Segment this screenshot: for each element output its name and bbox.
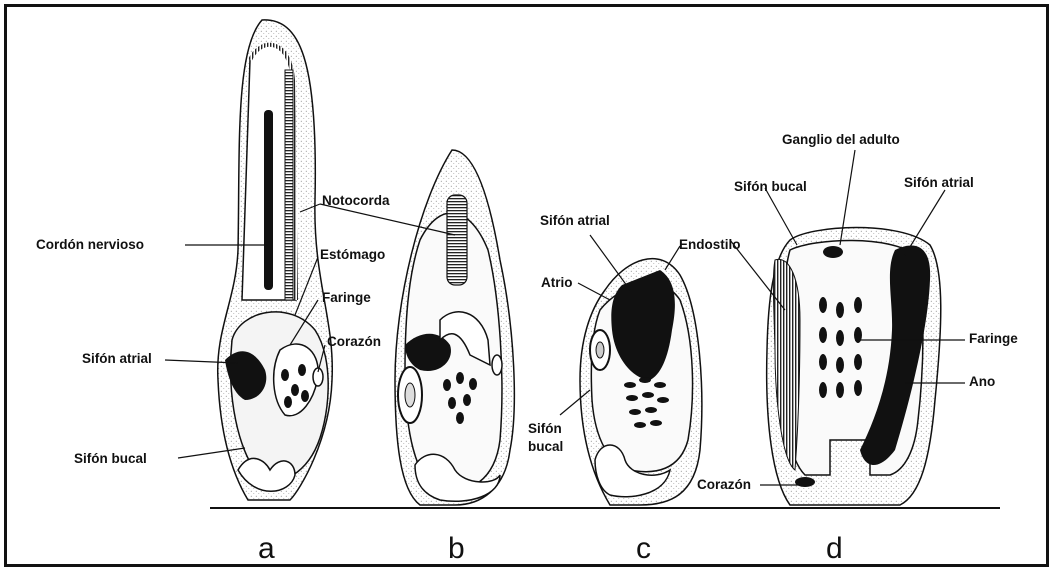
adult-d [767,228,941,506]
label-sifon-bucal-c-1: Sifón [528,421,562,437]
label-corazon-a: Corazón [327,334,381,350]
label-corazon-d: Corazón [697,477,751,493]
label-sifon-atrial-d: Sifón atrial [904,175,974,191]
larva-b [395,150,514,505]
stage-label-b: b [448,534,465,564]
larva-a [218,20,333,500]
stage-label-d: d [826,534,843,564]
ganglion [823,246,843,258]
label-notocorda: Notocorda [322,193,390,209]
label-cordon-nervioso: Cordón nervioso [36,237,144,253]
notochord-b [447,195,467,285]
nerve-cord-a [264,110,273,290]
label-endostilo: Endostilo [679,237,741,253]
label-sifon-bucal-c-2: bucal [528,439,563,455]
larva-c [580,259,702,505]
label-atrio: Atrio [541,275,573,291]
label-sifon-atrial-c: Sifón atrial [540,213,610,229]
notochord-a [285,70,293,300]
label-ganglio-adulto: Ganglio del adulto [782,132,900,148]
label-faringe-a: Faringe [322,290,371,306]
label-sifon-atrial-a: Sifón atrial [82,351,152,367]
stage-label-a: a [258,534,275,564]
label-faringe-d: Faringe [969,331,1018,347]
label-sifon-bucal-d: Sifón bucal [734,179,807,195]
label-sifon-bucal-a: Sifón bucal [74,451,147,467]
stage-label-c: c [636,534,651,564]
label-estomago: Estómago [320,247,385,263]
label-ano: Ano [969,374,995,390]
